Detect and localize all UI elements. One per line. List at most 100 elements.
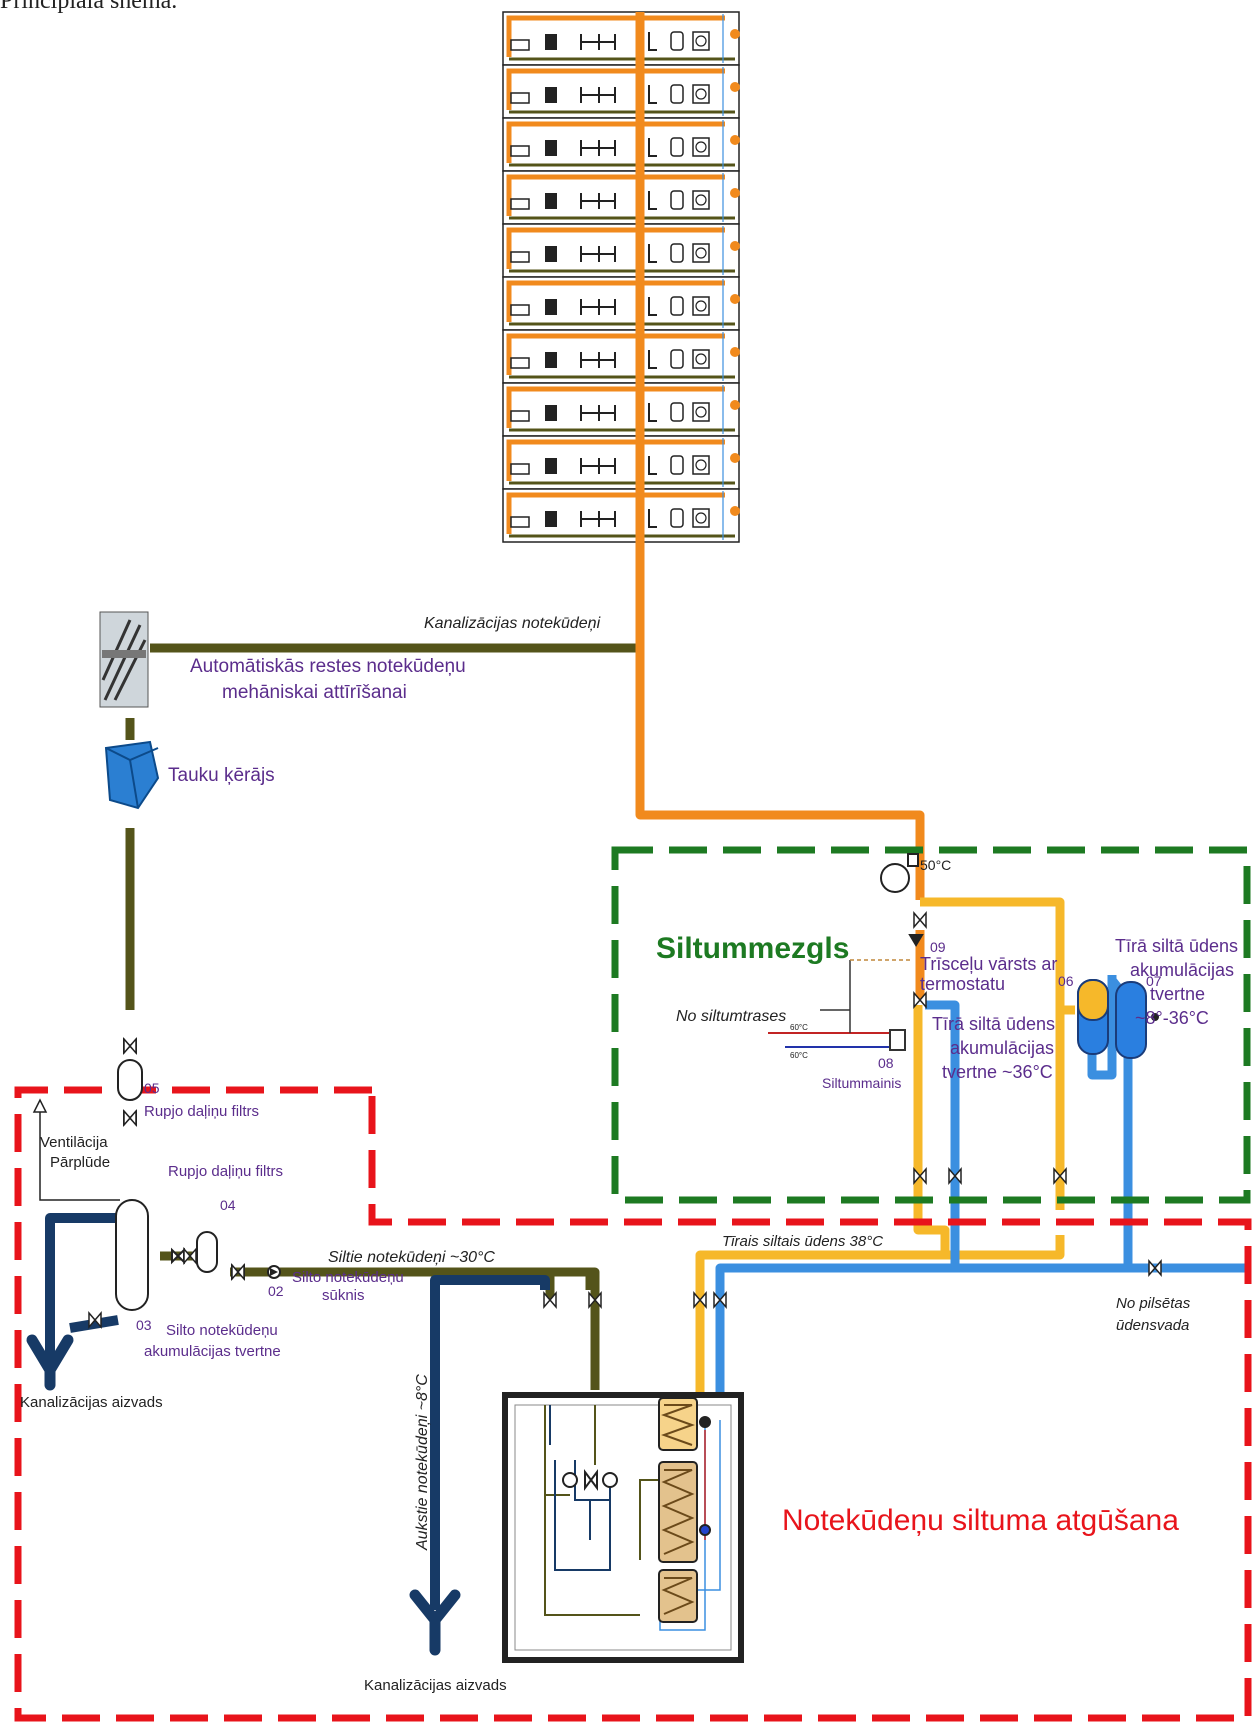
num-07-label: 07 (1146, 973, 1162, 989)
warm-sewage-label: Siltie notekūdeņi ~30°C (328, 1249, 495, 1266)
num-03-label: 03 (136, 1317, 152, 1333)
toilet-icon (671, 85, 683, 103)
apartment-building (503, 12, 740, 542)
toilet-icon (671, 350, 683, 368)
water-heater-icon (730, 82, 740, 92)
valve-label-line2: termostatu (920, 974, 1005, 994)
num-09-label: 09 (930, 939, 946, 955)
screen-label-line1: Automātiskās restes notekūdeņu (190, 656, 466, 677)
toilet-icon (671, 138, 683, 156)
tank-06 (1078, 980, 1108, 1054)
heat-recovery-title: Notekūdeņu siltuma atgūšana (782, 1504, 1179, 1537)
district-heat-inlet (768, 960, 910, 1050)
water-heater-icon (730, 135, 740, 145)
kitchen-sink-icon (545, 511, 557, 527)
heat-pump-unit (505, 1395, 741, 1660)
bathtub-icon (511, 517, 529, 527)
valve-icon (124, 1039, 136, 1053)
t60-label-blue: 60°C (790, 1051, 808, 1060)
bathtub-icon (511, 411, 529, 421)
t60-label-red: 60°C (790, 1023, 808, 1032)
num-05-label: 05 (144, 1080, 160, 1096)
acc-tank-label-line1: Silto notekūdeņu (166, 1322, 278, 1339)
water-heater-icon (730, 188, 740, 198)
warm-exchanger-out (918, 1005, 945, 1255)
water-heater-icon (730, 453, 740, 463)
screen-label-line2: mehāniskai attīrīšanai (222, 682, 407, 703)
water-heater-icon (730, 241, 740, 251)
page-title: Principiālā shēma. (0, 0, 177, 14)
valve-icon (124, 1111, 136, 1125)
kitchen-sink-icon (545, 352, 557, 368)
kitchen-sink-icon (545, 246, 557, 262)
sewer-outlet-2-label: Kanalizācijas aizvads (364, 1677, 507, 1694)
grease-trap-icon (106, 742, 158, 808)
valve-icon (184, 1249, 196, 1263)
toilet-icon (671, 32, 683, 50)
warm-water-pipes (700, 902, 1075, 1400)
building-floor (503, 171, 740, 224)
tank8-label-line1: Tīrā siltā ūdens (1115, 936, 1238, 956)
water-heater-icon (730, 400, 740, 410)
kitchen-sink-icon (545, 140, 557, 156)
grease-trap-label: Tauku ķērājs (168, 765, 275, 786)
kitchen-sink-icon (545, 458, 557, 474)
overflow-pipe (50, 1218, 122, 1360)
kitchen-sink-icon (545, 405, 557, 421)
bathtub-icon (511, 305, 529, 315)
kitchen-sink-icon (545, 87, 557, 103)
clean-warm-water-label: Tīrais siltais ūdens 38°C (722, 1233, 883, 1250)
building-floor (503, 330, 740, 383)
coarse-filter-1-label: Rupjo daļiņu filtrs (144, 1103, 259, 1120)
kitchen-sink-icon (545, 193, 557, 209)
pump-label-line2: sūknis (322, 1287, 365, 1304)
pump-label-line1: Silto notekūdeņu (292, 1269, 404, 1286)
tank36-label-line2: akumulācijas (950, 1038, 1054, 1058)
substation-title: Siltummezgls (656, 932, 849, 965)
kitchen-sink-icon (545, 34, 557, 50)
water-heater-icon (730, 506, 740, 516)
bathtub-icon (511, 146, 529, 156)
valve-icon (1149, 1261, 1161, 1275)
from-city-label-1: No pilsētas (1116, 1295, 1191, 1312)
toilet-icon (671, 403, 683, 421)
overflow-label: Pārplūde (50, 1154, 110, 1171)
coarse-filter-2-label: Rupjo daļiņu filtrs (168, 1163, 283, 1180)
kitchen-sink-icon (545, 299, 557, 315)
building-floor (503, 436, 740, 489)
tank36-label-line3: tvertne ~36°C (942, 1062, 1053, 1082)
water-heater-icon (730, 294, 740, 304)
toilet-icon (671, 297, 683, 315)
valve-label-line1: Trīsceļu vārsts ar (920, 954, 1057, 974)
tank8-label-line4: ~8°-36°C (1135, 1008, 1209, 1028)
num-08-label: 08 (878, 1055, 894, 1071)
building-floor (503, 118, 740, 171)
building-floor (503, 277, 740, 330)
sewer-outlet-1-label: Kanalizācijas aizvads (20, 1394, 163, 1411)
building-floor (503, 383, 740, 436)
ventilation-label: Ventilācija (40, 1134, 108, 1151)
tank36-label-line1: Tīrā siltā ūdens (932, 1014, 1055, 1034)
num-02-label: 02 (268, 1283, 284, 1299)
no-heat-label: No siltumtrases (676, 1008, 786, 1025)
sewage-pipe-label: Kanalizācijas notekūdeņi (424, 615, 601, 632)
building-floor (503, 12, 740, 65)
coarse-filter-05 (118, 1040, 142, 1124)
water-heater-icon (730, 29, 740, 39)
toilet-icon (671, 509, 683, 527)
sewage-pump-02 (268, 1266, 280, 1278)
from-city-label-2: ūdensvada (1116, 1317, 1189, 1334)
num-06-label: 06 (1058, 973, 1074, 989)
valve-icon (232, 1265, 244, 1279)
bathtub-icon (511, 358, 529, 368)
num-04-label: 04 (220, 1197, 236, 1213)
toilet-icon (671, 456, 683, 474)
building-floor (503, 224, 740, 277)
valve-icon (914, 913, 926, 927)
bathtub-icon (511, 252, 529, 262)
bathtub-icon (511, 93, 529, 103)
cold-sewage-label: Aukstie notekūdeņi ~8°C (414, 1374, 431, 1551)
toilet-icon (671, 244, 683, 262)
clean-warm-main (700, 1235, 1060, 1400)
